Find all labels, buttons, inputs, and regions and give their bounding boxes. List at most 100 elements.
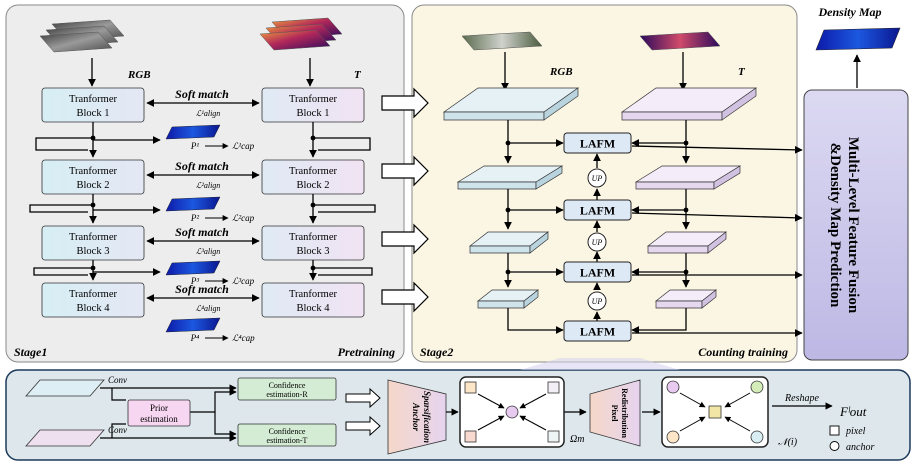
lafm-label: LAFM xyxy=(580,325,615,339)
block-label: Block 1 xyxy=(297,108,330,119)
lafm-label: LAFM xyxy=(580,137,615,151)
stage1-left-connections xyxy=(29,122,161,281)
map-label: P⁴ xyxy=(190,333,200,343)
density-map-thumbnail xyxy=(165,124,221,140)
hollow-arrows-into-anchor xyxy=(345,387,381,437)
legend-anchor-label: anchor xyxy=(846,442,874,453)
stage2-flow-lines xyxy=(504,120,803,337)
stage2-rgb-image xyxy=(461,31,543,51)
prior-estimation-box: Prior estimation xyxy=(127,399,191,427)
lafm-label: LAFM xyxy=(580,266,615,280)
block-label: Tranformer xyxy=(69,232,118,243)
stage1-t-label: T xyxy=(354,69,362,81)
stage1-rgb-image-stack xyxy=(39,19,125,53)
neighborhood-label: 𝒩(i) xyxy=(778,437,798,448)
stage2-label: Stage2 xyxy=(420,345,453,359)
stage1-rgb-label: RGB xyxy=(127,69,151,81)
lafm-module-4: LAFM xyxy=(563,320,632,342)
bottom-flow-lines xyxy=(100,384,833,442)
block-label: Tranformer xyxy=(69,289,118,300)
omega-label: Ωm xyxy=(570,434,584,445)
soft-match-label: Soft match xyxy=(175,225,229,239)
align-loss-label: ℒ²align xyxy=(196,181,221,190)
lafm-module-3: LAFM xyxy=(563,261,632,283)
rgb-feature-slabs xyxy=(442,87,580,309)
block-label: Block 3 xyxy=(77,246,110,257)
align-loss-label: ℒ⁴align xyxy=(196,304,221,313)
pixel-legend-icon xyxy=(829,425,840,436)
block-label: Block 2 xyxy=(77,180,110,191)
block-label: Tranformer xyxy=(69,94,118,105)
map-label: P² xyxy=(190,213,199,223)
confidence-r-label: Confidence xyxy=(269,381,306,390)
block-row-1: Tranformer Block 1 Tranformer Block 1 So… xyxy=(41,87,365,151)
block-row-4: Tranformer Block 4 Tranformer Block 4 So… xyxy=(41,282,365,343)
lafm-label: LAFM xyxy=(580,204,615,218)
stage2-t-image xyxy=(639,31,721,51)
upsample-node-1: UP xyxy=(587,168,607,188)
fusion-label-line2: &Density Map Prediction xyxy=(827,143,843,308)
block-label: Tranformer xyxy=(69,166,118,177)
upsample-node-2: UP xyxy=(587,232,607,252)
density-map-thumbnail xyxy=(165,317,221,333)
block-label: Block 4 xyxy=(297,303,331,314)
block-label: Tranformer xyxy=(289,166,338,177)
confidence-estimation-r-box: Confidence estimation-R xyxy=(237,377,337,401)
pixel-scatter-box xyxy=(661,376,769,448)
up-label: UP xyxy=(592,238,603,247)
confidence-estimation-t-box: Confidence estimation-T xyxy=(237,423,337,447)
pixel-redistribution-module: Pixel Redistribution xyxy=(589,379,641,447)
conv-label-bottom: Conv xyxy=(108,425,127,435)
block-label: Block 1 xyxy=(77,108,110,119)
block-label: Block 3 xyxy=(297,246,330,257)
map-label: P³ xyxy=(190,276,199,286)
block-label: Block 2 xyxy=(297,180,330,191)
pretraining-label: Pretraining xyxy=(338,345,395,359)
soft-match-label: Soft match xyxy=(175,87,229,101)
up-label: UP xyxy=(592,174,603,183)
fusion-prediction-module: Multi-Level Feature Fusion &Density Map … xyxy=(803,89,909,361)
cap-loss-label: ℒ⁴cap xyxy=(232,333,255,343)
output-density-map xyxy=(815,27,901,51)
confidence-t-label: Confidence xyxy=(269,427,306,436)
anchor-label: Anchor xyxy=(411,402,421,432)
cap-loss-label: ℒ¹cap xyxy=(232,141,255,151)
legend: pixel anchor xyxy=(829,425,874,453)
bottom-inputs xyxy=(25,379,105,447)
stage1-label: Stage1 xyxy=(14,345,47,359)
cap-loss-label: ℒ²cap xyxy=(232,213,255,223)
density-map-thumbnail xyxy=(165,260,221,276)
map-label: P¹ xyxy=(190,141,199,151)
t-transformer-block-4 xyxy=(261,282,365,318)
block-label: Tranformer xyxy=(289,289,338,300)
prior-label: Prior xyxy=(150,403,168,413)
stage-transfer-arrows xyxy=(381,87,429,313)
density-map-thumbnail xyxy=(165,196,221,212)
up-label: UP xyxy=(592,297,603,306)
anchor-label: Sparsification xyxy=(422,391,432,443)
block-label: Block 4 xyxy=(77,303,111,314)
rgb-transformer-block-4 xyxy=(41,282,145,318)
pixel-label: Pixel xyxy=(610,405,619,423)
stage2-t-label: T xyxy=(738,66,746,78)
fusion-label-line1: Multi-Level Feature Fusion xyxy=(845,137,861,314)
prior-label: estimation xyxy=(140,414,178,424)
lafm-module-1: LAFM xyxy=(563,132,632,154)
conv-label-top: Conv xyxy=(108,375,127,385)
block-label: Tranformer xyxy=(289,94,338,105)
t-feature-slabs xyxy=(620,87,758,309)
lafm-module-2: LAFM xyxy=(563,199,632,221)
anchor-gather-box xyxy=(459,376,565,448)
soft-match-label: Soft match xyxy=(175,282,229,296)
confidence-r-label: estimation-R xyxy=(266,390,308,399)
legend-pixel-label: pixel xyxy=(845,426,866,437)
confidence-t-label: estimation-T xyxy=(267,436,308,445)
stage1-t-image-stack xyxy=(259,17,343,51)
reshape-label: Reshape xyxy=(784,393,819,404)
block-row-3: Tranformer Block 3 Tranformer Block 3 So… xyxy=(41,225,365,286)
stage2-rgb-label: RGB xyxy=(549,66,573,78)
align-loss-label: ℒ¹align xyxy=(196,109,221,118)
density-map-title: Density Map xyxy=(818,5,882,19)
